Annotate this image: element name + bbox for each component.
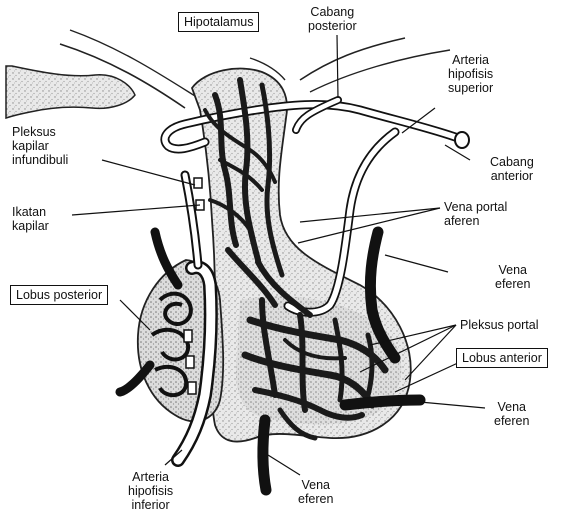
brain-outline bbox=[6, 66, 135, 118]
chiasm-line-2 bbox=[310, 50, 450, 92]
label-pleksus-portal: Pleksus portal bbox=[460, 318, 539, 332]
efferent-vein-lower-right bbox=[345, 400, 420, 405]
label-lobus-posterior: Lobus posterior bbox=[10, 285, 108, 305]
artery-opening bbox=[455, 132, 469, 148]
label-hipotalamus: Hipotalamus bbox=[178, 12, 259, 32]
efferent-vein-bottom bbox=[263, 420, 266, 490]
label-lobus-anterior: Lobus anterior bbox=[456, 348, 548, 368]
